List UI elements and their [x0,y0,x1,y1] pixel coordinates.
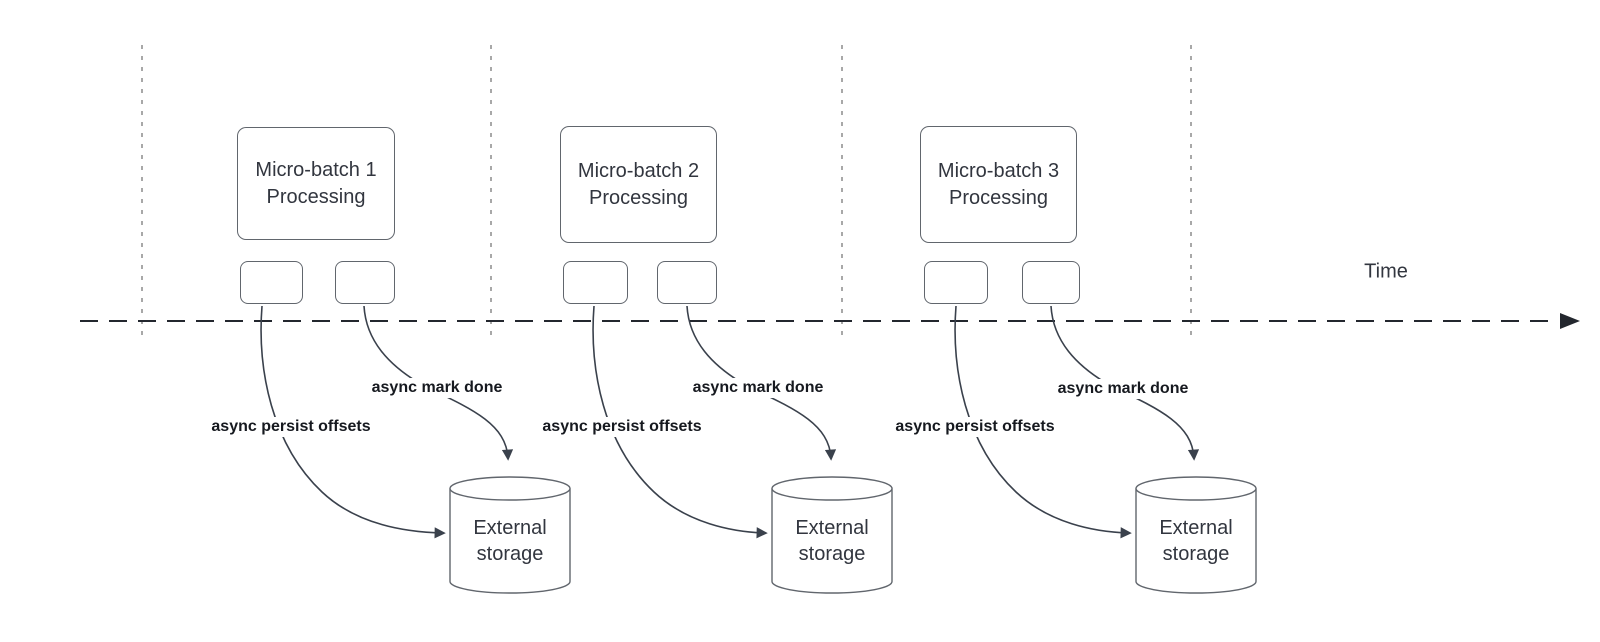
persist-offsets-label-3: async persist offsets [892,417,1058,437]
micro-batch-3-box: Micro-batch 3 Processing [920,126,1077,243]
micro-batch-2-label: Micro-batch 2 Processing [577,159,700,209]
persist-offsets-label-2: async persist offsets [539,417,705,437]
micro-batch-1-label: Micro-batch 1 Processing [255,158,377,208]
mark-done-label-2: async mark done [689,378,827,398]
persist-task-chip-1 [240,261,303,304]
done-task-chip-2 [657,261,717,304]
time-axis-arrowhead [1560,313,1580,329]
time-label: Time [1364,260,1408,283]
storage-label-2: External storage [795,517,869,565]
mark-done-label-1: async mark done [368,378,506,398]
external-storage-cylinder-3 [1135,476,1257,594]
external-storage-cylinder-2 [771,476,893,594]
micro-batch-1-box: Micro-batch 1 Processing [237,127,395,240]
cylinder-top [1135,476,1257,501]
micro-batch-3-label: Micro-batch 3 Processing [937,159,1060,209]
persist-offsets-label-1: async persist offsets [208,417,374,437]
persist-offsets-arrow-3 [954,305,1132,539]
batch-boundary-guides [141,45,1192,340]
persist-offsets-arrow-1 [260,305,446,539]
cylinder-body [771,488,893,594]
persist-offsets-arrow-2 [592,305,768,539]
micro-batch-2-box: Micro-batch 2 Processing [560,126,717,243]
cylinder-top [771,476,893,501]
cylinder-body [449,488,571,594]
external-storage-cylinder-1 [449,476,571,594]
cylinder-top [449,476,571,501]
cylinder-body [1135,488,1257,594]
persist-task-chip-2 [563,261,628,304]
done-task-chip-3 [1022,261,1080,304]
time-axis [80,313,1580,329]
storage-label-1: External storage [473,517,547,565]
persist-task-chip-3 [924,261,988,304]
mark-done-label-3: async mark done [1054,379,1192,399]
done-task-chip-1 [335,261,395,304]
storage-label-3: External storage [1159,517,1233,565]
